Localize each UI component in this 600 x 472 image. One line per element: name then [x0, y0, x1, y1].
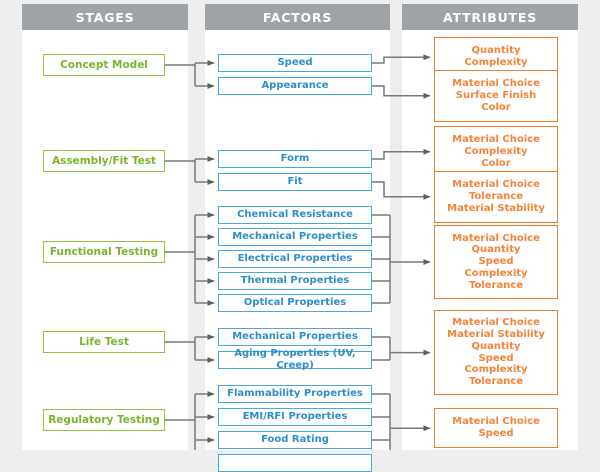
factor-box-fit[interactable]: Fit [218, 173, 372, 191]
factor-box-speed[interactable]: Speed [218, 54, 372, 72]
factor-box-electrical-properties[interactable]: Electrical Properties [218, 250, 372, 268]
column-header-stages: STAGES [22, 4, 188, 30]
factor-box-optical-properties[interactable]: Optical Properties [218, 294, 372, 312]
factor-box-flammability-properties[interactable]: Flammability Properties [218, 385, 372, 403]
factor-box-aging-properties-uv-creep[interactable]: Aging Properties (UV, Creep) [218, 348, 372, 371]
diagram-canvas: STAGES FACTORS ATTRIBUTES Concept Model S… [22, 4, 578, 472]
stage-box-regulatory-testing[interactable]: Regulatory Testing [43, 409, 165, 431]
attribute-box-r3-1[interactable]: Material Choice Quantity Speed Complexit… [434, 225, 558, 299]
factor-box-partial[interactable] [218, 454, 372, 472]
attribute-box-r2-1[interactable]: Material Choice Complexity Color [434, 126, 558, 178]
factor-box-emi-rfi-properties[interactable]: EMI/RFI Properties [218, 408, 372, 426]
attribute-box-r1-2[interactable]: Material Choice Surface Finish Color [434, 70, 558, 122]
stage-box-functional-testing[interactable]: Functional Testing [43, 241, 165, 263]
attribute-box-r4-1[interactable]: Material Choice Material Stability Quant… [434, 310, 558, 396]
factor-box-form[interactable]: Form [218, 150, 372, 168]
stage-box-assembly-fit-test[interactable]: Assembly/Fit Test [43, 150, 165, 172]
column-header-factors: FACTORS [205, 4, 390, 30]
column-panel-stages [22, 30, 188, 450]
attribute-box-r2-2[interactable]: Material Choice Tolerance Material Stabi… [434, 171, 558, 223]
factor-box-chemical-resistance[interactable]: Chemical Resistance [218, 206, 372, 224]
factor-box-food-rating[interactable]: Food Rating [218, 431, 372, 449]
factor-box-thermal-properties[interactable]: Thermal Properties [218, 272, 372, 290]
factor-box-mechanical-properties[interactable]: Mechanical Properties [218, 328, 372, 346]
stage-box-concept-model[interactable]: Concept Model [43, 54, 165, 76]
attribute-box-r5-1[interactable]: Material Choice Speed [434, 408, 558, 449]
stage-box-life-test[interactable]: Life Test [43, 331, 165, 353]
column-header-attributes: ATTRIBUTES [402, 4, 578, 30]
factor-box-appearance[interactable]: Appearance [218, 77, 372, 95]
factor-box-mechanical-properties[interactable]: Mechanical Properties [218, 228, 372, 246]
